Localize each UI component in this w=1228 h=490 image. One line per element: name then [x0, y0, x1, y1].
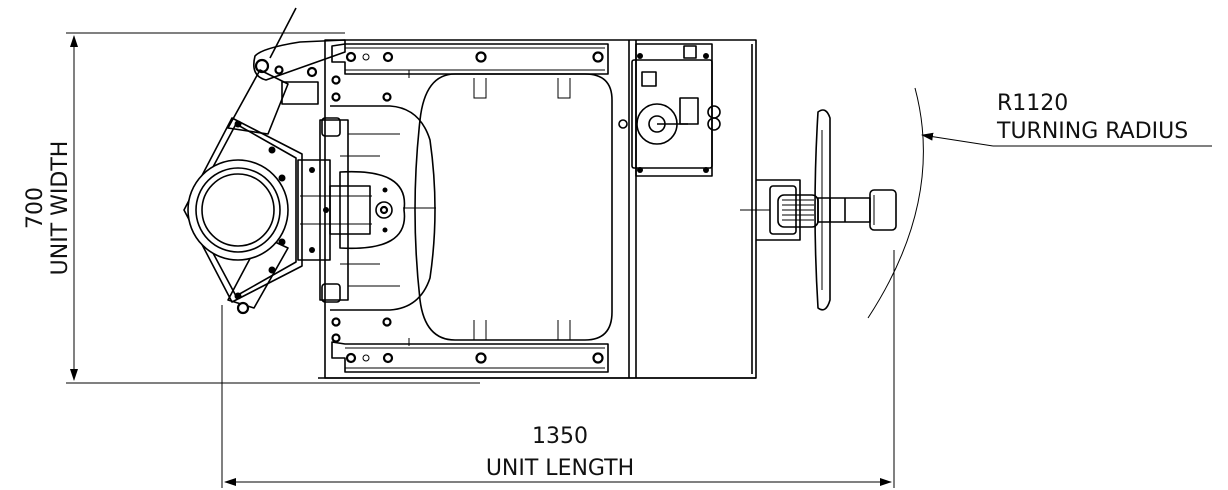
width-dimension: 700 UNIT WIDTH: [23, 32, 480, 384]
width-label: UNIT WIDTH: [48, 141, 73, 276]
length-dimension: 1350 UNIT LENGTH: [221, 250, 895, 488]
frame-holes: [331, 51, 604, 364]
front-assembly: [183, 7, 406, 315]
control-panel: [618, 43, 721, 177]
length-label: UNIT LENGTH: [486, 456, 634, 481]
width-value: 700: [23, 187, 48, 229]
turning-radius: R1120 TURNING RADIUS: [867, 87, 1212, 319]
chassis-frame: [318, 39, 757, 379]
radius-label: TURNING RADIUS: [996, 119, 1188, 144]
steering-tiller: [740, 109, 897, 311]
length-value: 1350: [532, 424, 588, 449]
radius-value: R1120: [997, 91, 1068, 116]
